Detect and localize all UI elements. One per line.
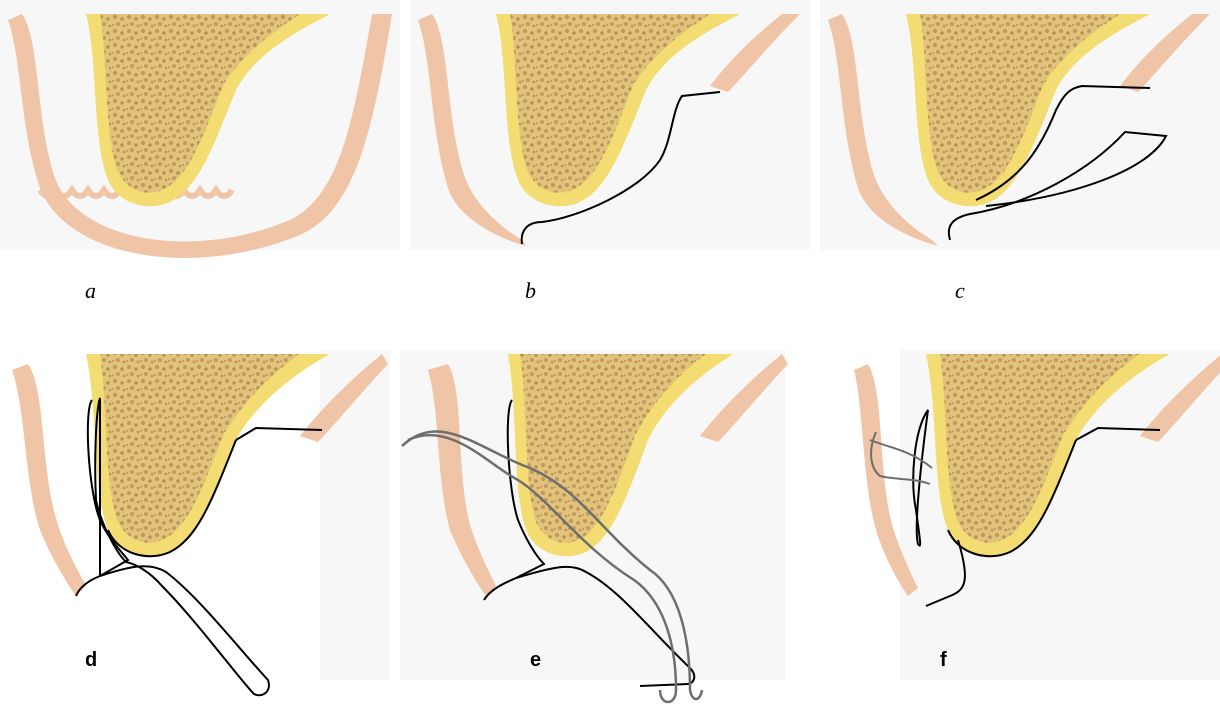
panel-b: b — [410, 0, 810, 370]
panel-label-e: e — [530, 650, 541, 670]
panel-e-illustration — [400, 350, 800, 720]
panel-d: d — [0, 350, 400, 720]
panel-f: f — [840, 350, 1220, 720]
panel-a-illustration — [0, 0, 400, 370]
panel-e: e — [400, 350, 800, 720]
panel-f-illustration — [840, 350, 1220, 720]
panel-label-b: b — [525, 280, 536, 302]
panel-d-illustration — [0, 350, 400, 720]
panel-b-illustration — [410, 0, 810, 370]
panel-label-f: f — [940, 650, 947, 670]
panel-c-illustration — [820, 0, 1220, 370]
panel-a: a — [0, 0, 400, 370]
panel-label-d: d — [85, 650, 97, 670]
panel-label-c: c — [955, 280, 965, 302]
panel-c: c — [820, 0, 1220, 370]
mucosa-layer — [12, 364, 86, 596]
panel-label-a: a — [85, 280, 96, 302]
